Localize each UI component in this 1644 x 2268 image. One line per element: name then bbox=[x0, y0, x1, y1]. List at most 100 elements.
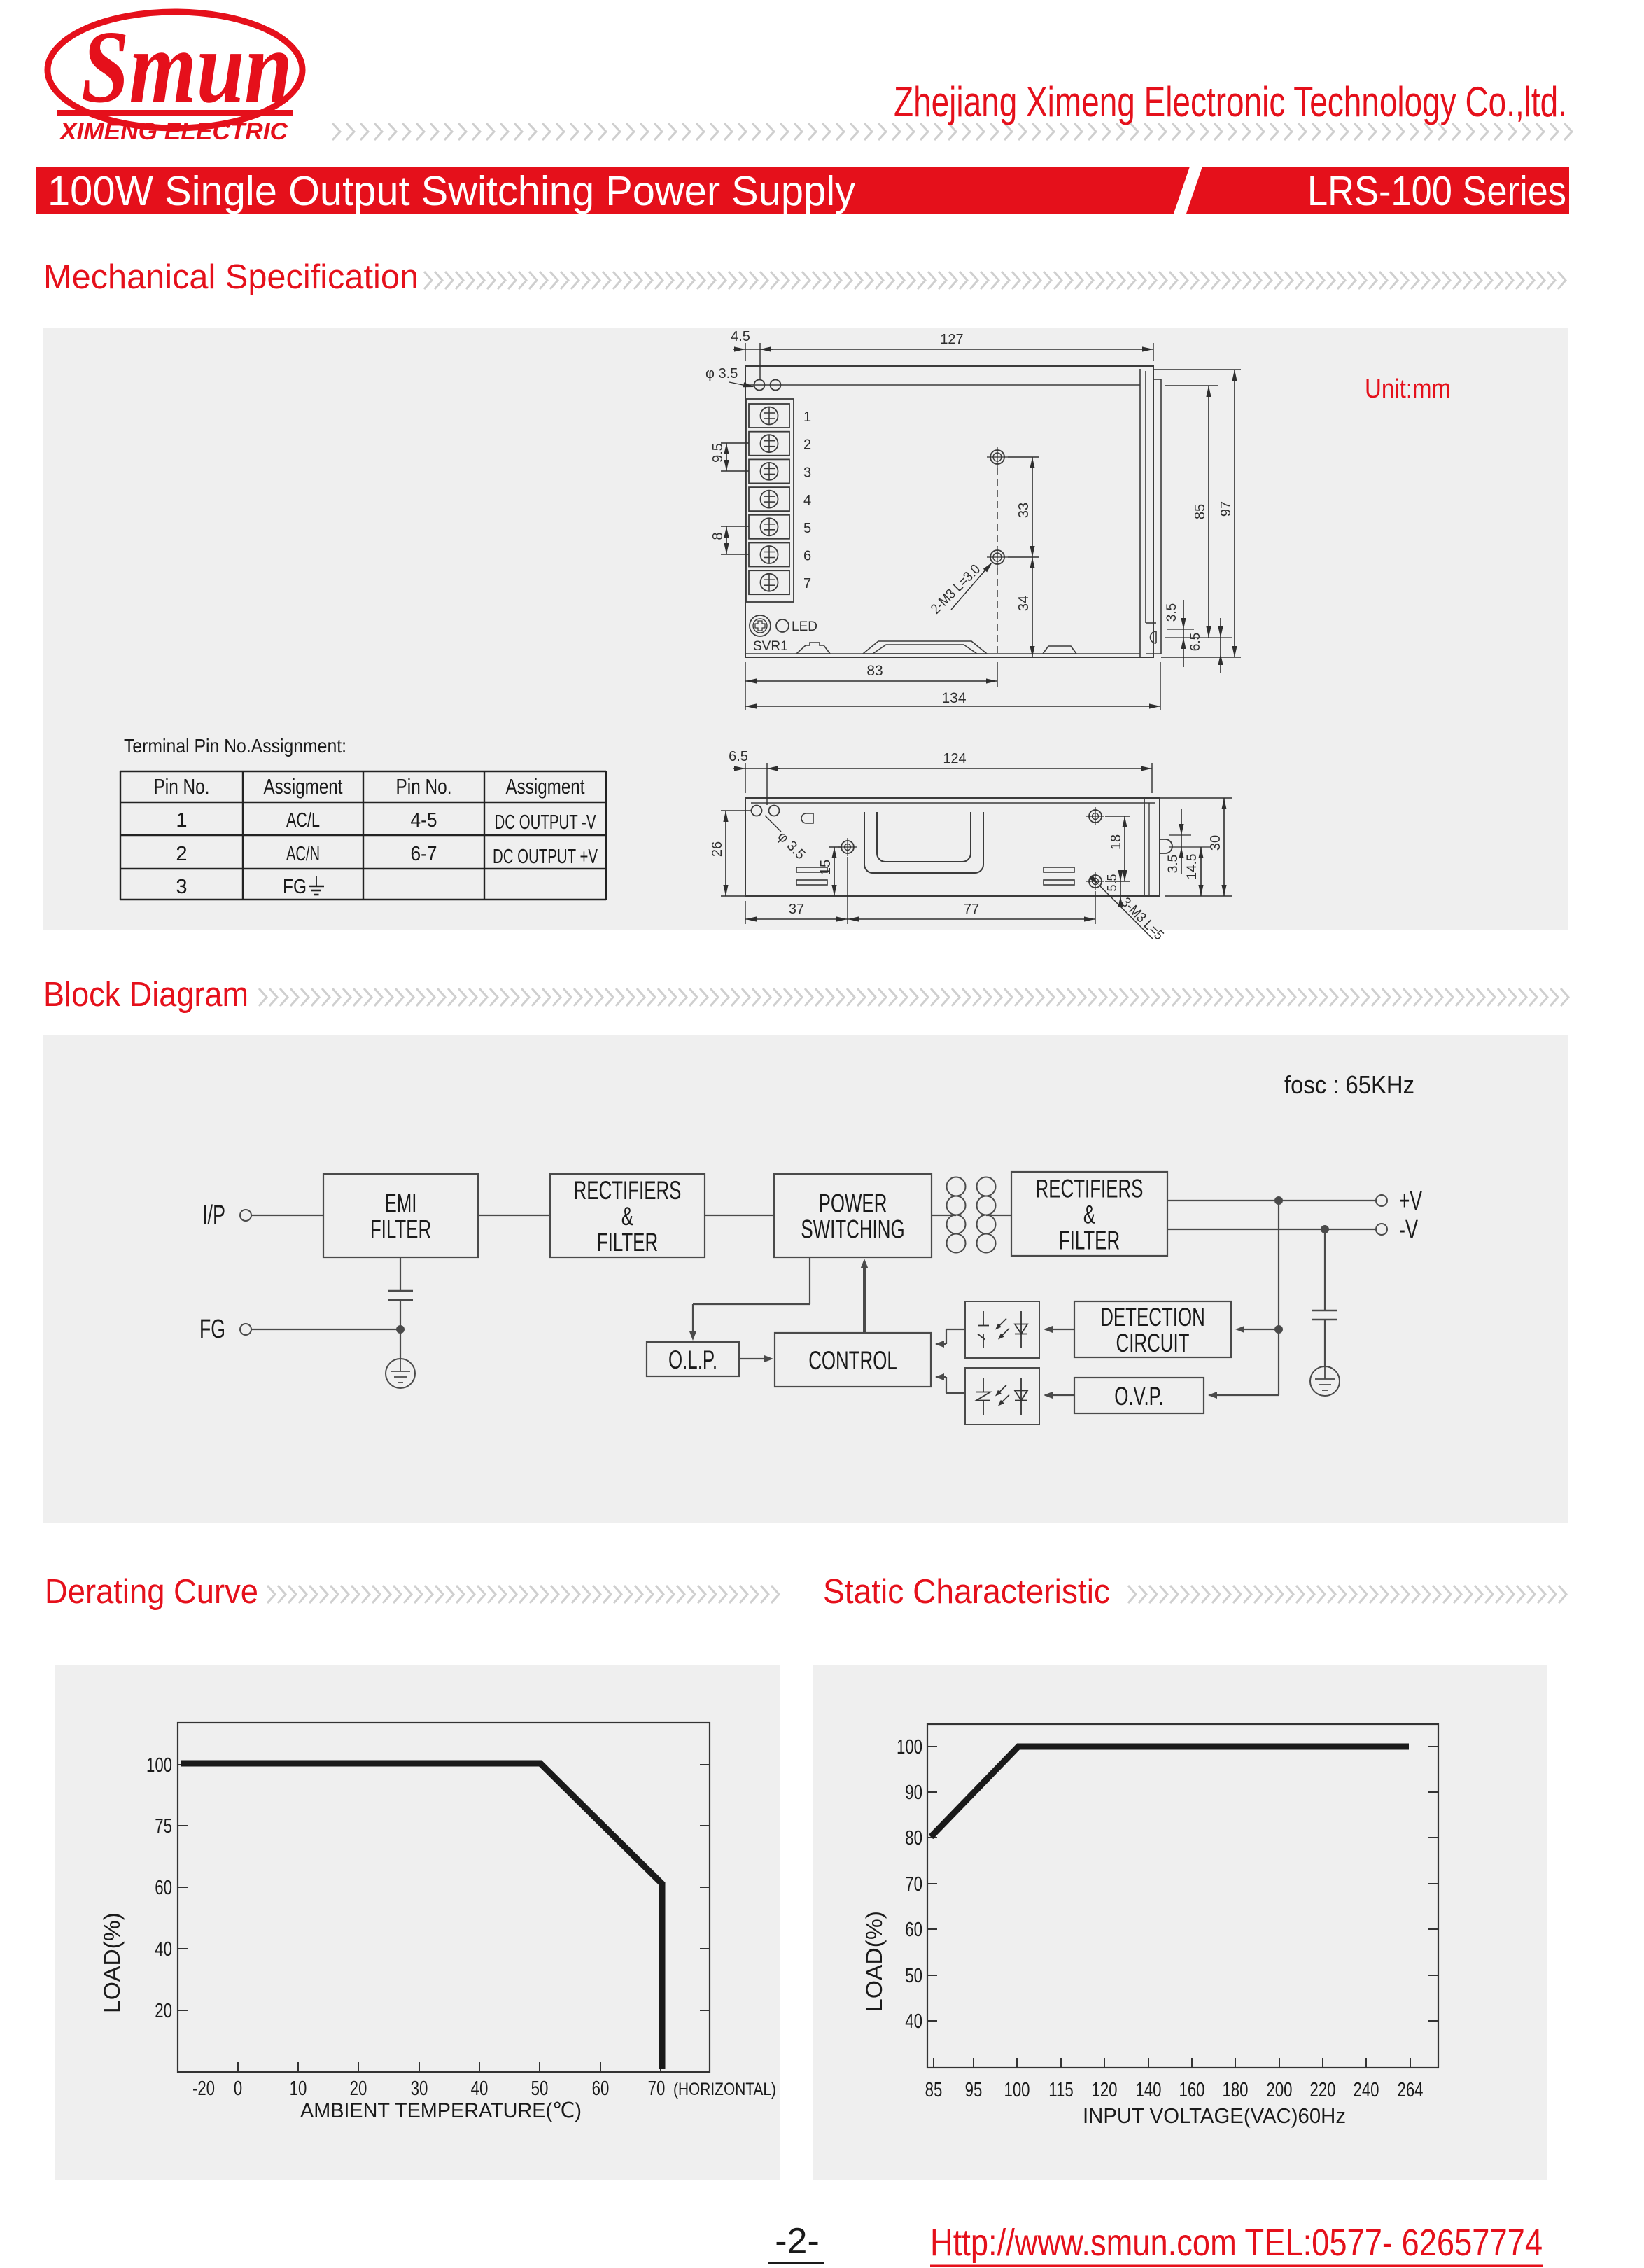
svg-text:Smun: Smun bbox=[81, 10, 293, 125]
svg-text:40: 40 bbox=[905, 2010, 922, 2033]
svg-text:5.5: 5.5 bbox=[1105, 874, 1119, 891]
svg-text:100: 100 bbox=[146, 1754, 172, 1777]
svg-text:RECTIFIERS: RECTIFIERS bbox=[1036, 1174, 1144, 1203]
svg-text:FG: FG bbox=[283, 876, 307, 898]
svg-text:6.5: 6.5 bbox=[729, 749, 748, 764]
svg-text:3.5: 3.5 bbox=[1165, 603, 1179, 622]
svg-text:30: 30 bbox=[1208, 835, 1223, 850]
svg-text:3: 3 bbox=[176, 876, 187, 898]
svg-text:4.5: 4.5 bbox=[731, 329, 750, 344]
svg-text:4-5: 4-5 bbox=[411, 809, 437, 832]
svg-text:FG: FG bbox=[199, 1315, 225, 1344]
svg-text:EMI: EMI bbox=[385, 1189, 417, 1217]
svg-text:7: 7 bbox=[803, 576, 811, 592]
svg-text:85: 85 bbox=[925, 2079, 943, 2101]
svg-text:124: 124 bbox=[943, 751, 966, 766]
svg-text:100: 100 bbox=[897, 1736, 922, 1758]
svg-text:Unit:mm: Unit:mm bbox=[1365, 374, 1451, 404]
svg-text:50: 50 bbox=[905, 1965, 922, 1987]
svg-text:SVR1: SVR1 bbox=[753, 639, 788, 654]
svg-text:40: 40 bbox=[155, 1938, 172, 1961]
svg-text:Pin No.: Pin No. bbox=[396, 774, 452, 799]
svg-text:Pin No.: Pin No. bbox=[154, 774, 210, 799]
svg-text:DETECTION: DETECTION bbox=[1100, 1303, 1205, 1331]
svg-text:20: 20 bbox=[350, 2078, 367, 2100]
svg-text:Block Diagram: Block Diagram bbox=[43, 976, 248, 1014]
svg-text:3.5: 3.5 bbox=[1166, 855, 1181, 873]
svg-text:70: 70 bbox=[648, 2078, 666, 2100]
svg-text:1: 1 bbox=[803, 410, 811, 425]
svg-text:SWITCHING: SWITCHING bbox=[801, 1214, 904, 1243]
svg-text:95: 95 bbox=[965, 2079, 983, 2101]
svg-text:fosc : 65KHz: fosc : 65KHz bbox=[1284, 1070, 1414, 1099]
svg-text:INPUT VOLTAGE(VAC)60Hz: INPUT VOLTAGE(VAC)60Hz bbox=[1083, 2104, 1346, 2128]
svg-text:80: 80 bbox=[905, 1827, 922, 1849]
svg-text:60: 60 bbox=[155, 1877, 172, 1899]
svg-text:POWER: POWER bbox=[819, 1189, 887, 1217]
svg-text:LED: LED bbox=[792, 620, 817, 634]
svg-text:&: & bbox=[621, 1202, 634, 1231]
svg-text:-20: -20 bbox=[192, 2078, 215, 2100]
svg-text:Zhejiang Ximeng Electronic Tec: Zhejiang Ximeng Electronic Technology Co… bbox=[894, 78, 1567, 125]
svg-text:100W Single Output Switching P: 100W Single Output Switching Power Suppl… bbox=[48, 168, 855, 214]
svg-text:33: 33 bbox=[1016, 503, 1032, 518]
svg-text:240: 240 bbox=[1354, 2079, 1379, 2101]
svg-text:50: 50 bbox=[531, 2078, 549, 2100]
svg-text:FILTER: FILTER bbox=[597, 1228, 658, 1256]
svg-text:O.V.P.: O.V.P. bbox=[1114, 1382, 1164, 1410]
svg-text:90: 90 bbox=[905, 1782, 922, 1804]
svg-text:115: 115 bbox=[1048, 2079, 1073, 2101]
svg-text:AC/L: AC/L bbox=[286, 809, 320, 832]
svg-text:Assigment: Assigment bbox=[506, 774, 585, 799]
svg-text:37: 37 bbox=[789, 902, 804, 917]
svg-text:85: 85 bbox=[1193, 504, 1208, 519]
svg-text:26: 26 bbox=[710, 841, 725, 857]
svg-text:-2-: -2- bbox=[775, 2221, 820, 2262]
svg-text:127: 127 bbox=[940, 332, 963, 347]
svg-text:60: 60 bbox=[905, 1919, 922, 1941]
svg-text:0: 0 bbox=[234, 2078, 242, 2100]
svg-text:264: 264 bbox=[1398, 2079, 1424, 2101]
svg-text:70: 70 bbox=[905, 1873, 922, 1896]
svg-text:Mechanical Specification: Mechanical Specification bbox=[43, 258, 419, 296]
svg-text:6: 6 bbox=[803, 549, 811, 564]
svg-text:100: 100 bbox=[1004, 2079, 1030, 2101]
svg-text:+V: +V bbox=[1399, 1186, 1422, 1216]
svg-text:AMBIENT TEMPERATURE(℃): AMBIENT TEMPERATURE(℃) bbox=[300, 2099, 582, 2122]
svg-text:-V: -V bbox=[1399, 1215, 1418, 1245]
svg-text:83: 83 bbox=[866, 663, 883, 679]
svg-text:Terminal Pin No.Assignment:: Terminal Pin No.Assignment: bbox=[124, 735, 346, 757]
svg-text:Derating Curve: Derating Curve bbox=[45, 1573, 258, 1611]
svg-text:75: 75 bbox=[155, 1815, 172, 1837]
svg-text:10: 10 bbox=[290, 2078, 307, 2100]
svg-text:6.5: 6.5 bbox=[1188, 633, 1203, 651]
svg-text:LOAD(%): LOAD(%) bbox=[862, 1911, 887, 2012]
svg-text:DC OUTPUT -V: DC OUTPUT -V bbox=[495, 811, 596, 834]
svg-text:120: 120 bbox=[1092, 2079, 1118, 2101]
svg-text:220: 220 bbox=[1310, 2079, 1336, 2101]
svg-text:3: 3 bbox=[803, 465, 811, 480]
svg-text:30: 30 bbox=[411, 2078, 428, 2100]
svg-text:2: 2 bbox=[176, 843, 187, 865]
svg-text:97: 97 bbox=[1218, 501, 1234, 517]
svg-text:4: 4 bbox=[803, 493, 811, 508]
svg-text:18: 18 bbox=[1109, 834, 1124, 850]
svg-text:134: 134 bbox=[941, 690, 966, 706]
svg-text:20: 20 bbox=[155, 2000, 172, 2022]
svg-text:6-7: 6-7 bbox=[411, 843, 437, 865]
svg-text:Static Characteristic: Static Characteristic bbox=[823, 1573, 1110, 1611]
svg-text:200: 200 bbox=[1267, 2079, 1293, 2101]
svg-text:160: 160 bbox=[1179, 2079, 1205, 2101]
svg-text:LOAD(%): LOAD(%) bbox=[99, 1912, 125, 2013]
svg-text:9.5: 9.5 bbox=[710, 443, 726, 463]
svg-text:Assigment: Assigment bbox=[264, 774, 343, 799]
svg-text:DC OUTPUT +V: DC OUTPUT +V bbox=[493, 846, 598, 868]
svg-text:15: 15 bbox=[818, 860, 834, 875]
svg-text:I/P: I/P bbox=[202, 1200, 225, 1230]
svg-text:AC/N: AC/N bbox=[286, 843, 320, 865]
svg-text:60: 60 bbox=[592, 2078, 610, 2100]
svg-text:XIMENG ELECTRIC: XIMENG ELECTRIC bbox=[59, 118, 288, 145]
svg-text:O.L.P.: O.L.P. bbox=[668, 1345, 717, 1374]
svg-text:5: 5 bbox=[803, 521, 811, 536]
svg-text:140: 140 bbox=[1136, 2079, 1162, 2101]
